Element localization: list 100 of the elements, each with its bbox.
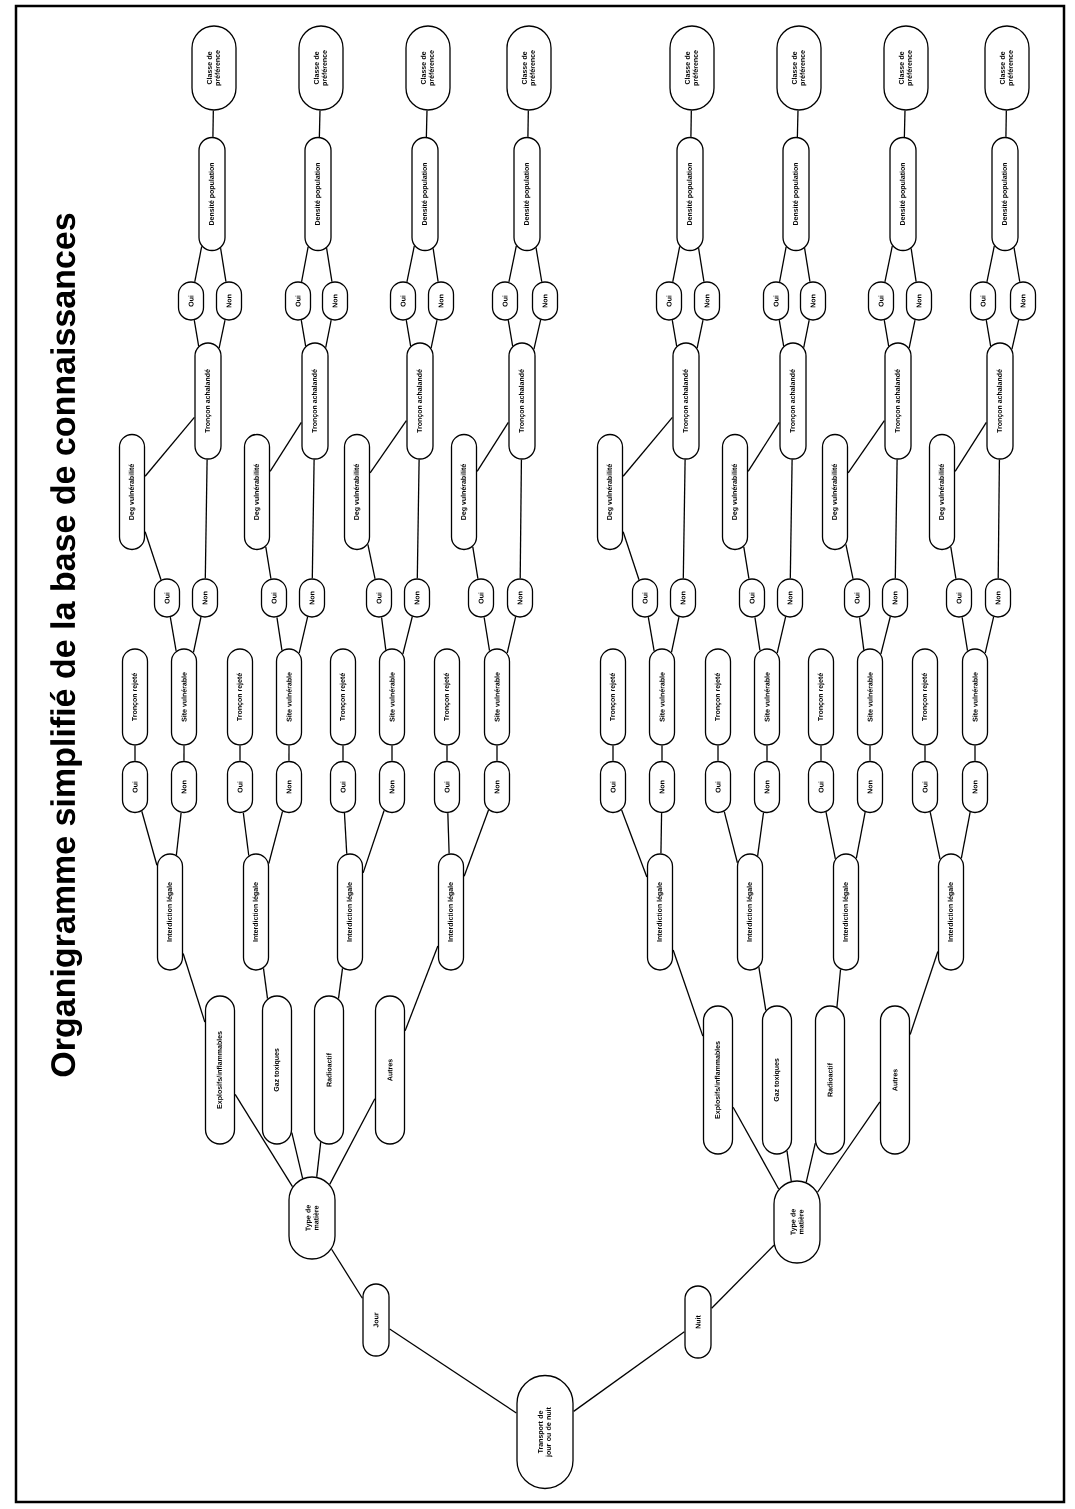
connector-line: [647, 616, 655, 652]
connector-line: [141, 810, 158, 866]
connector-line: [732, 1106, 780, 1190]
connector-line: [405, 319, 412, 347]
connector-line: [884, 245, 893, 283]
connector-line: [432, 247, 439, 283]
connector-line: [325, 319, 332, 349]
connector-line: [300, 319, 307, 347]
connector-line: [430, 319, 438, 349]
connector-line: [316, 1141, 322, 1178]
connector-line: [803, 319, 810, 349]
connector-line: [242, 812, 250, 857]
connector-line: [337, 967, 344, 1000]
connector-line: [986, 245, 995, 283]
connector-line: [508, 245, 517, 283]
connector-line: [402, 616, 413, 655]
connector-line: [723, 810, 739, 864]
connector-line: [789, 458, 793, 579]
connector-line: [672, 949, 704, 1037]
connector-line: [757, 812, 765, 857]
connector-line: [144, 416, 195, 477]
connector-line: [527, 109, 529, 138]
connector-line: [776, 616, 787, 654]
connector-line: [696, 319, 704, 349]
connector-line: [447, 812, 450, 855]
connector-line: [342, 745, 344, 762]
connector-line: [288, 745, 290, 762]
connector-line: [997, 458, 1001, 579]
connector-line: [778, 319, 785, 347]
connector-line: [985, 319, 992, 347]
connector-line: [690, 109, 692, 138]
title: Organigramme simplifié de la base de connaissances: [49, 213, 83, 1077]
connector-line: [300, 246, 309, 283]
connector-line: [463, 809, 490, 877]
connector-line: [265, 546, 272, 580]
connector-line: [796, 109, 799, 138]
connector-line: [803, 247, 811, 283]
connector-line: [519, 458, 523, 579]
connector-line: [276, 616, 283, 652]
connector-line: [910, 247, 917, 283]
connector-line: [192, 616, 202, 653]
connector-line: [847, 420, 885, 474]
connector-line: [954, 421, 987, 472]
connector-line: [389, 1328, 517, 1414]
connector-line: [754, 616, 761, 652]
connector-line: [367, 543, 376, 580]
connector-line: [682, 458, 686, 579]
connector-line: [483, 616, 491, 652]
connector-line: [362, 809, 385, 874]
connector-line: [855, 811, 866, 859]
connector-line: [183, 745, 185, 762]
connector-line: [416, 458, 420, 579]
connector-line: [535, 247, 543, 283]
connector-line: [758, 966, 767, 1011]
connector-line: [506, 616, 517, 654]
connector-line: [845, 543, 854, 580]
connector-line: [697, 247, 705, 283]
connector-line: [620, 809, 648, 878]
connector-line: [573, 1331, 685, 1413]
connector-line: [820, 745, 822, 762]
connector-line: [425, 109, 428, 138]
connector-line: [778, 246, 787, 283]
connector-line: [325, 247, 333, 283]
connector-line: [961, 616, 969, 652]
connector-line: [268, 810, 284, 865]
connector-line: [204, 458, 208, 579]
connector-line: [144, 531, 162, 581]
connector-line: [766, 745, 768, 762]
connector-line: [960, 811, 971, 859]
connector-line: [175, 812, 182, 856]
connector-line: [908, 319, 916, 349]
connector-line: [134, 745, 136, 762]
connector-line: [909, 950, 939, 1036]
connector-line: [476, 421, 509, 472]
connector-line: [894, 458, 898, 579]
connector-line: [343, 812, 348, 855]
connector-line: [711, 1244, 775, 1309]
connector-line: [193, 319, 200, 347]
connector-line: [182, 952, 206, 1023]
connector-line: [391, 745, 393, 762]
connector-line: [269, 421, 302, 472]
connector-line: [717, 745, 719, 762]
connector-line: [406, 245, 415, 283]
connector-line: [622, 416, 673, 477]
connector-line: [446, 745, 448, 762]
connector-line: [929, 811, 941, 860]
connector-line: [533, 319, 542, 350]
connector-line: [369, 420, 407, 474]
connector-line: [869, 745, 871, 762]
connector-line: [950, 546, 957, 580]
connector-line: [291, 1132, 304, 1179]
connector-line: [169, 616, 177, 652]
connector-line: [1011, 319, 1020, 350]
connector-line: [298, 616, 309, 654]
connector-line: [212, 109, 214, 138]
connector-line: [496, 745, 498, 762]
connector-line: [194, 245, 203, 283]
connector-line: [660, 812, 663, 854]
connector-line: [262, 967, 269, 1000]
connector-line: [1005, 109, 1007, 138]
